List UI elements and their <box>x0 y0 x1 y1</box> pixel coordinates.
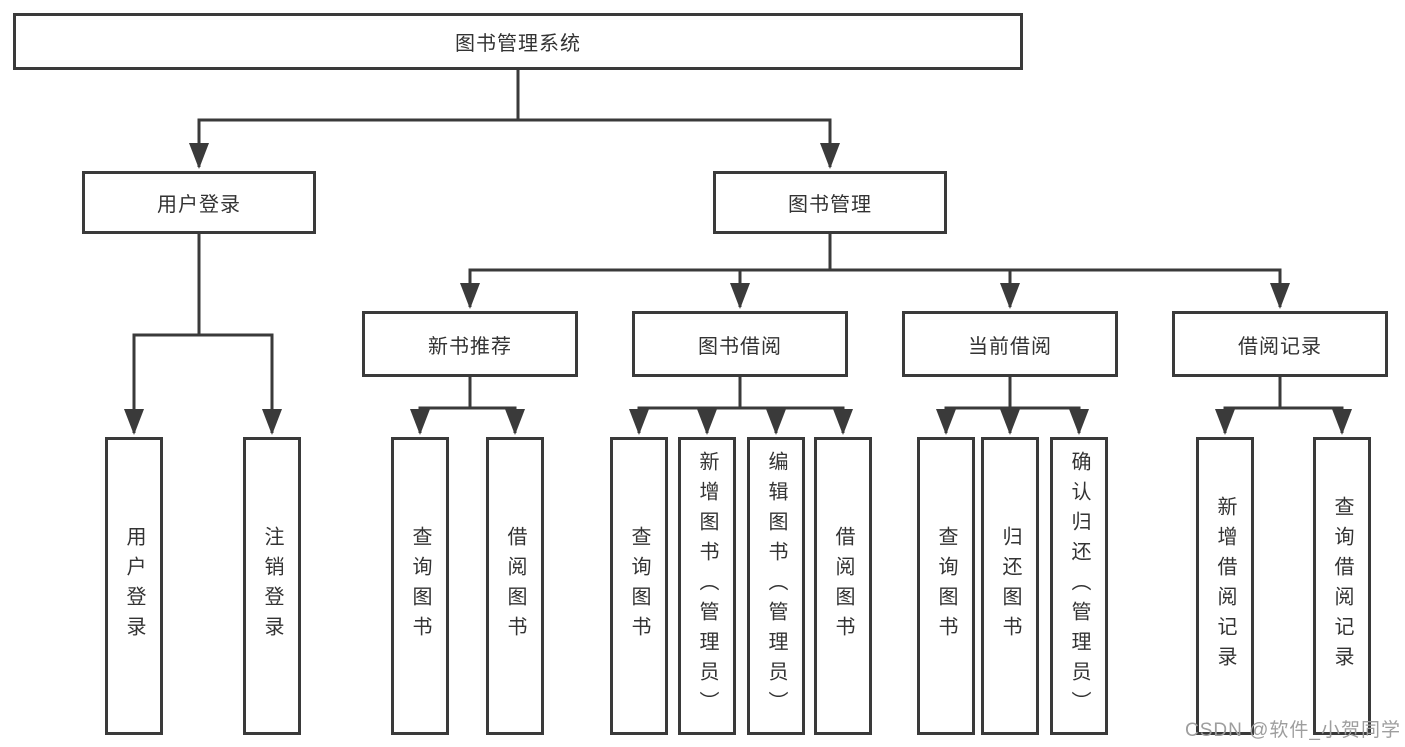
node-book-borrowing: 图书借阅 <box>632 311 848 377</box>
node-new-book-recommendation: 新书推荐 <box>362 311 578 377</box>
leaf-add-borrow-record: 新增借阅记录 <box>1196 437 1254 735</box>
leaf-user-login: 用户登录 <box>105 437 163 735</box>
watermark: CSDN @软件_小贺同学 <box>1185 720 1401 741</box>
leaf-logout: 注销登录 <box>243 437 301 735</box>
leaf-query-books-recommend: 查询图书 <box>391 437 449 735</box>
node-user-login: 用户登录 <box>82 171 316 234</box>
node-library-management-system: 图书管理系统 <box>13 13 1023 70</box>
leaf-borrow-books-recommend: 借阅图书 <box>486 437 544 735</box>
leaf-query-borrow-record: 查询借阅记录 <box>1313 437 1371 735</box>
node-book-management: 图书管理 <box>713 171 947 234</box>
node-current-borrowing: 当前借阅 <box>902 311 1118 377</box>
leaf-borrow-books: 借阅图书 <box>814 437 872 735</box>
leaf-add-books-admin: 新增图书（管理员） <box>678 437 736 735</box>
node-borrowing-records: 借阅记录 <box>1172 311 1388 377</box>
leaf-confirm-return-admin: 确认归还（管理员） <box>1050 437 1108 735</box>
leaf-query-books-borrowing: 查询图书 <box>610 437 668 735</box>
leaf-query-books-current: 查询图书 <box>917 437 975 735</box>
leaf-return-books: 归还图书 <box>981 437 1039 735</box>
leaf-edit-books-admin: 编辑图书（管理员） <box>747 437 805 735</box>
